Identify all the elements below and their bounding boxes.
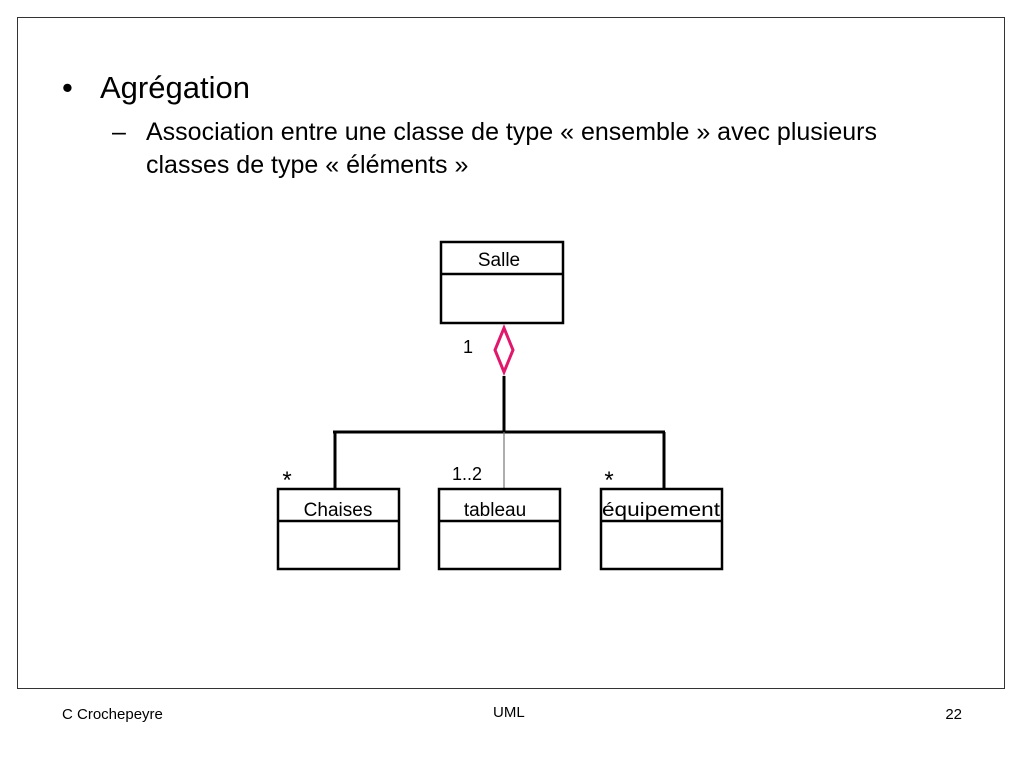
- multiplicity-tableau: 1..2: [452, 464, 482, 484]
- class-name-tableau: tableau: [464, 500, 526, 521]
- class-name-salle: Salle: [478, 250, 520, 271]
- sub-bullet-dash: –: [112, 118, 126, 146]
- class-box-chaises: Chaises: [276, 487, 401, 571]
- bullet-text: Agrégation: [100, 70, 250, 105]
- class-box-salle-outline: [439, 240, 565, 325]
- slide-frame: [17, 17, 1005, 689]
- footer-author: C Crochepeyre: [62, 706, 163, 723]
- bullet-item: • Agrégation: [62, 70, 250, 106]
- multiplicity-chaises: *: [282, 467, 291, 494]
- class-box-tableau: tableau: [437, 487, 562, 571]
- class-box-equipement: équipement: [599, 487, 724, 571]
- multiplicity-equipement: *: [604, 467, 613, 494]
- footer-page-number: 22: [945, 706, 962, 723]
- multiplicity-salle: 1: [463, 337, 473, 357]
- class-box-equipement-outline: [599, 487, 724, 571]
- class-name-chaises: Chaises: [304, 500, 373, 521]
- class-box-tableau-outline: [437, 487, 562, 571]
- sub-bullet-text: Association entre une classe de type « e…: [146, 118, 877, 179]
- class-name-equipement: équipement: [602, 500, 721, 521]
- aggregation-diamond: [493, 324, 515, 376]
- class-box-chaises-outline: [276, 487, 401, 571]
- class-box-salle: Salle: [439, 240, 565, 325]
- footer-subject: UML: [493, 704, 525, 721]
- bullet-dot: •: [62, 70, 73, 105]
